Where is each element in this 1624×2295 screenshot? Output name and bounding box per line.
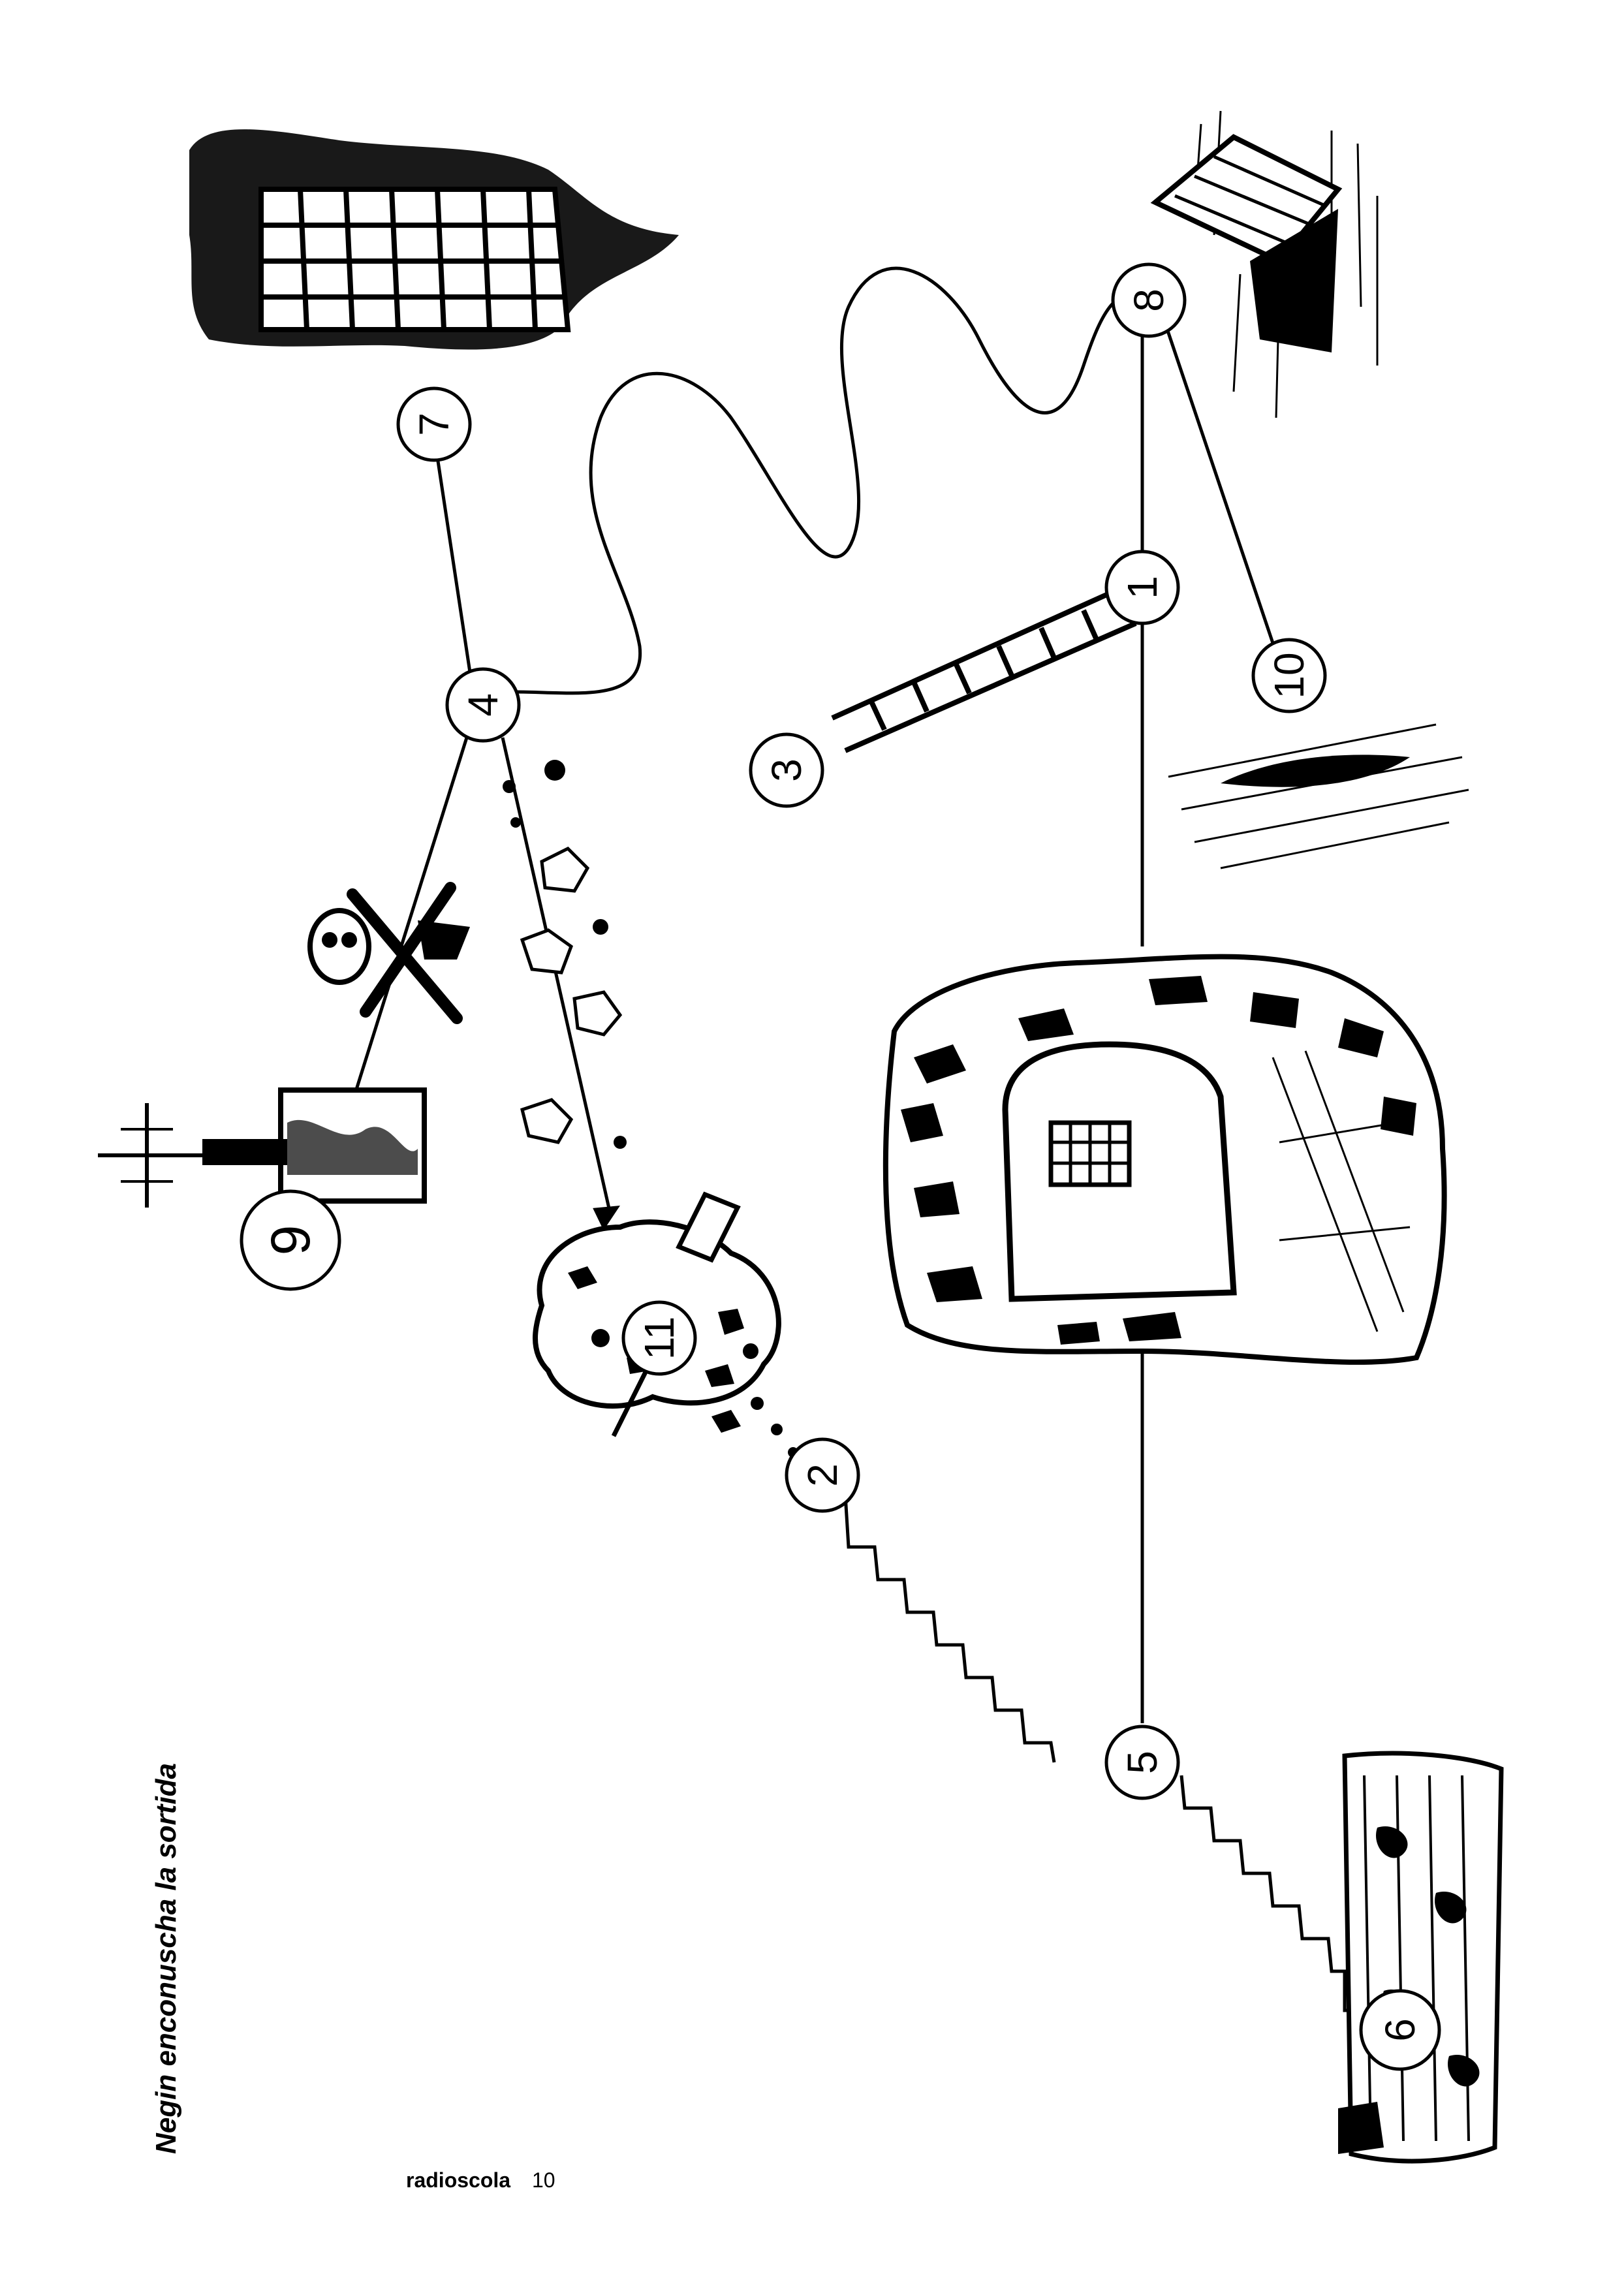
node-4-label: 4: [460, 693, 507, 717]
path-8-10: [1163, 322, 1278, 653]
path-4-9: [344, 737, 469, 1123]
node-3-label: 3: [763, 758, 810, 782]
node-3: 3: [749, 732, 824, 808]
footer: radioscola 10: [406, 2168, 555, 2193]
path-lines: [344, 266, 1361, 2012]
node-10: 10: [1251, 638, 1327, 713]
node-9-label: 9: [260, 1225, 321, 1256]
node-11: 11: [621, 1300, 697, 1376]
hole-illustration: [1168, 723, 1469, 869]
node-5-label: 5: [1119, 1751, 1166, 1774]
rocks-trail-illustration: [503, 760, 627, 1149]
arrowhead: [593, 1206, 620, 1231]
node-9: 9: [240, 1189, 341, 1291]
grave-cross-illustration: [98, 1087, 427, 1208]
path-4-7: [435, 456, 472, 673]
trapdoor-illustration: [1150, 110, 1379, 418]
page-number: 10: [531, 2168, 555, 2192]
node-7-label: 7: [411, 413, 458, 436]
grate-illustration: [189, 129, 679, 350]
door-illustration: [882, 954, 1447, 1365]
node-2-label: 2: [799, 1463, 846, 1487]
ladder-illustration: [831, 585, 1137, 753]
node-10-label: 10: [1266, 652, 1313, 698]
skull-crossbones-illustration: [307, 882, 470, 1024]
path-5-6-steps: [1179, 1775, 1361, 2012]
node-8-label: 8: [1125, 289, 1172, 312]
node-1: 1: [1104, 550, 1180, 625]
path-4-11-arrow: [501, 737, 612, 1215]
node-2: 2: [785, 1437, 860, 1513]
node-5: 5: [1104, 1725, 1180, 1800]
node-6: 6: [1359, 1989, 1441, 2071]
node-8: 8: [1111, 262, 1187, 338]
footer-brand: radioscola: [406, 2168, 511, 2192]
node-6-label: 6: [1377, 2018, 1424, 2042]
node-11-label: 11: [636, 1317, 683, 1360]
node-1-label: 1: [1119, 576, 1166, 599]
path-2-5-steps: [843, 1494, 1056, 1763]
node-7: 7: [396, 386, 472, 462]
node-4: 4: [445, 667, 521, 743]
log-illustration: [1338, 1751, 1504, 2164]
path-4-8-wavy: [515, 266, 1149, 695]
